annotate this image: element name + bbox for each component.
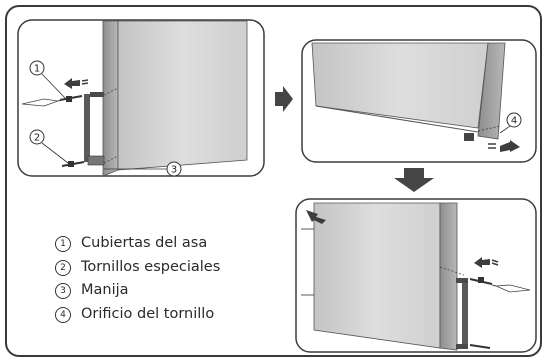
side-arrow-step-3	[306, 210, 326, 224]
screw-bottom-step-1	[61, 161, 85, 167]
callout-4: 4	[499, 112, 522, 134]
door-step-1	[102, 20, 248, 177]
legend-number-2: 2	[55, 259, 71, 276]
next-step-arrow-right	[275, 86, 293, 112]
legend-item-1: 1 Cubiertas del asa	[55, 232, 220, 256]
next-step-arrow-down	[394, 168, 434, 192]
diagram-frame	[5, 5, 542, 357]
callout-3: 3	[104, 161, 182, 177]
screwdriver-step-1	[21, 98, 63, 107]
svg-text:1: 1	[34, 64, 40, 75]
legend-number-4: 4	[55, 306, 71, 323]
callout-2: 2	[29, 129, 69, 164]
legend-text-1: Cubiertas del asa	[81, 235, 208, 251]
screwdriver-step-3	[491, 284, 531, 293]
panel-step-2: 4	[301, 39, 537, 163]
screw-top-step-1	[59, 95, 83, 102]
legend-text-2: Tornillos especiales	[81, 258, 221, 275]
legend-item-3: 3 Manija	[55, 279, 220, 303]
legend-text-4: Orificio del tornillo	[81, 305, 215, 322]
push-arrow-step-3	[474, 257, 499, 268]
panel-step-3	[295, 198, 537, 353]
handle-step-1	[84, 92, 105, 166]
remove-arrow-step-2	[488, 140, 520, 152]
handle-step-3	[456, 278, 468, 349]
door-step-3	[313, 202, 458, 351]
door-step-2	[311, 42, 506, 140]
push-arrow-step-1	[64, 78, 89, 89]
screw-step-3	[469, 277, 493, 349]
legend-number-3: 3	[55, 283, 71, 299]
callout-1: 1	[29, 60, 67, 100]
legend: 1 Cubiertas del asa 2 Tornillos especiales…	[55, 232, 220, 326]
legend-text-3: Manija	[81, 282, 129, 298]
legend-item-2: 2 Tornillos especiales	[55, 256, 220, 280]
svg-text:2: 2	[34, 133, 40, 144]
svg-text:4: 4	[511, 116, 517, 127]
svg-text:3: 3	[171, 165, 177, 176]
panel-step-1: 1 2 3	[17, 19, 265, 177]
legend-item-4: 4 Orificio del tornillo	[55, 303, 220, 327]
legend-number-1: 1	[55, 236, 71, 252]
